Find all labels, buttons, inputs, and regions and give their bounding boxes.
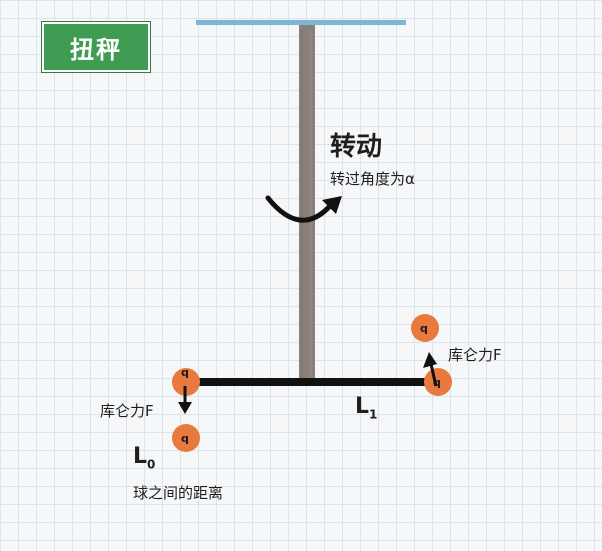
rotation-angle-note: 转过角度为α bbox=[330, 170, 415, 188]
balance-beam bbox=[190, 378, 434, 386]
charge-label: q bbox=[181, 366, 189, 379]
length-l1-label: L1 bbox=[355, 394, 378, 422]
charge-label: q bbox=[420, 322, 428, 335]
ceiling-bar bbox=[196, 20, 406, 25]
force-arrow-right bbox=[429, 363, 438, 387]
charge-ball-right-beam bbox=[424, 368, 452, 396]
force-arrowhead-left bbox=[178, 402, 192, 414]
charge-ball-left-beam bbox=[172, 368, 200, 396]
charge-label: q bbox=[181, 432, 189, 445]
length-l0-label: L0 bbox=[133, 444, 156, 472]
torsion-fiber bbox=[299, 25, 315, 383]
rotation-arrowhead bbox=[322, 196, 342, 214]
force-label-left: 库仑力F bbox=[100, 402, 154, 420]
charge-ball-right-fixed bbox=[411, 314, 439, 342]
charge-ball-left-fixed bbox=[172, 424, 200, 452]
rotation-arrow bbox=[265, 195, 333, 223]
force-label-right: 库仑力F bbox=[448, 346, 502, 364]
length-l0-note: 球之间的距离 bbox=[133, 484, 224, 502]
force-arrowhead-right bbox=[423, 352, 437, 368]
charge-label: q bbox=[433, 376, 441, 389]
rotation-heading: 转动 bbox=[330, 132, 383, 162]
diagram-title: 扭秤 bbox=[42, 22, 150, 72]
